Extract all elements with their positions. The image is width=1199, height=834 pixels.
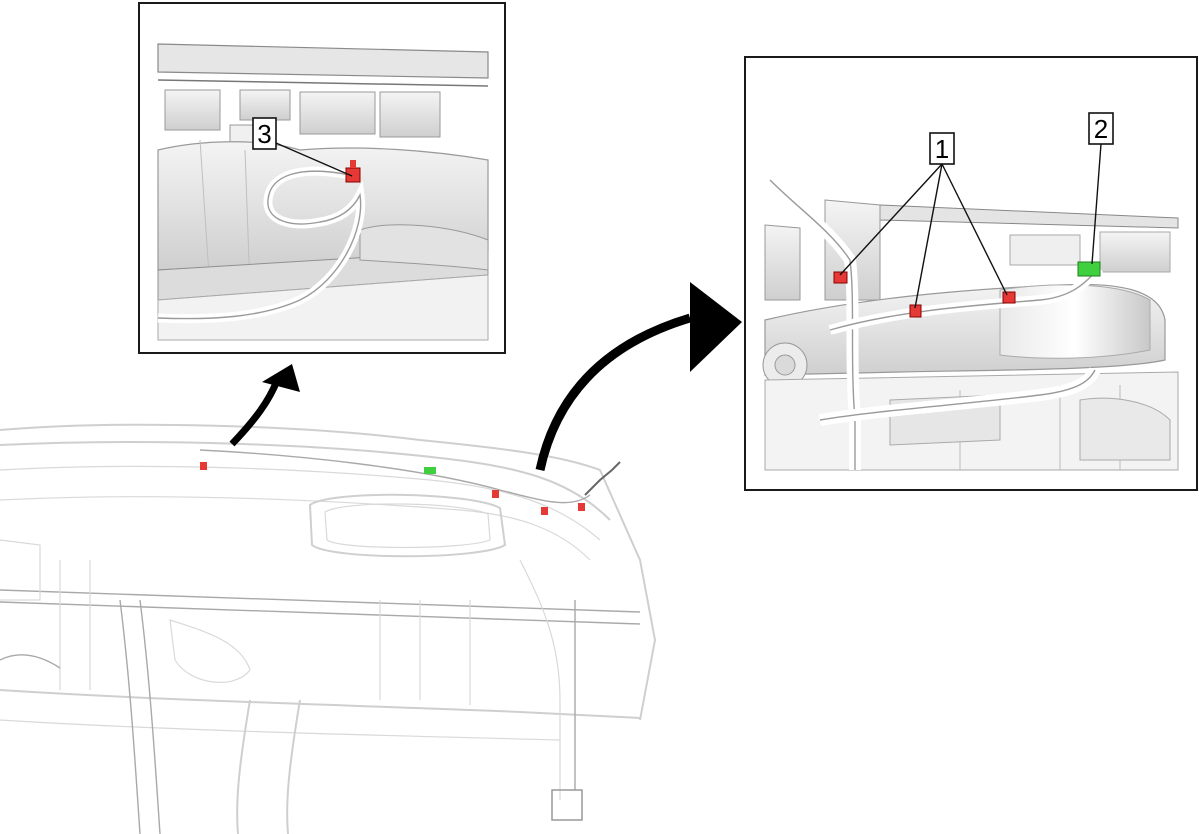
red-clip-icon	[833, 271, 848, 284]
callout-3: 3	[252, 117, 277, 150]
detail-panel-left: 3	[138, 2, 506, 354]
svg-text:1: 1	[935, 134, 949, 164]
red-clip-icon	[1002, 291, 1016, 304]
curved-arrow-icon	[535, 282, 742, 471]
callout-1: 1	[929, 132, 955, 165]
svg-text:2: 2	[1094, 114, 1108, 144]
green-connector-icon	[1077, 261, 1101, 277]
overview-clip-2	[492, 490, 499, 498]
callout-2: 2	[1088, 112, 1114, 145]
overview-connector	[424, 467, 436, 474]
overview-clip-3	[541, 507, 548, 515]
detail-panel-right: 1 2	[744, 56, 1198, 491]
svg-text:3: 3	[257, 119, 271, 149]
overview-clip-4	[578, 503, 585, 511]
overview-clip-1	[200, 462, 207, 470]
dashboard-overview	[0, 423, 657, 834]
red-clip-icon	[345, 160, 361, 183]
curved-arrow-icon	[229, 364, 300, 447]
